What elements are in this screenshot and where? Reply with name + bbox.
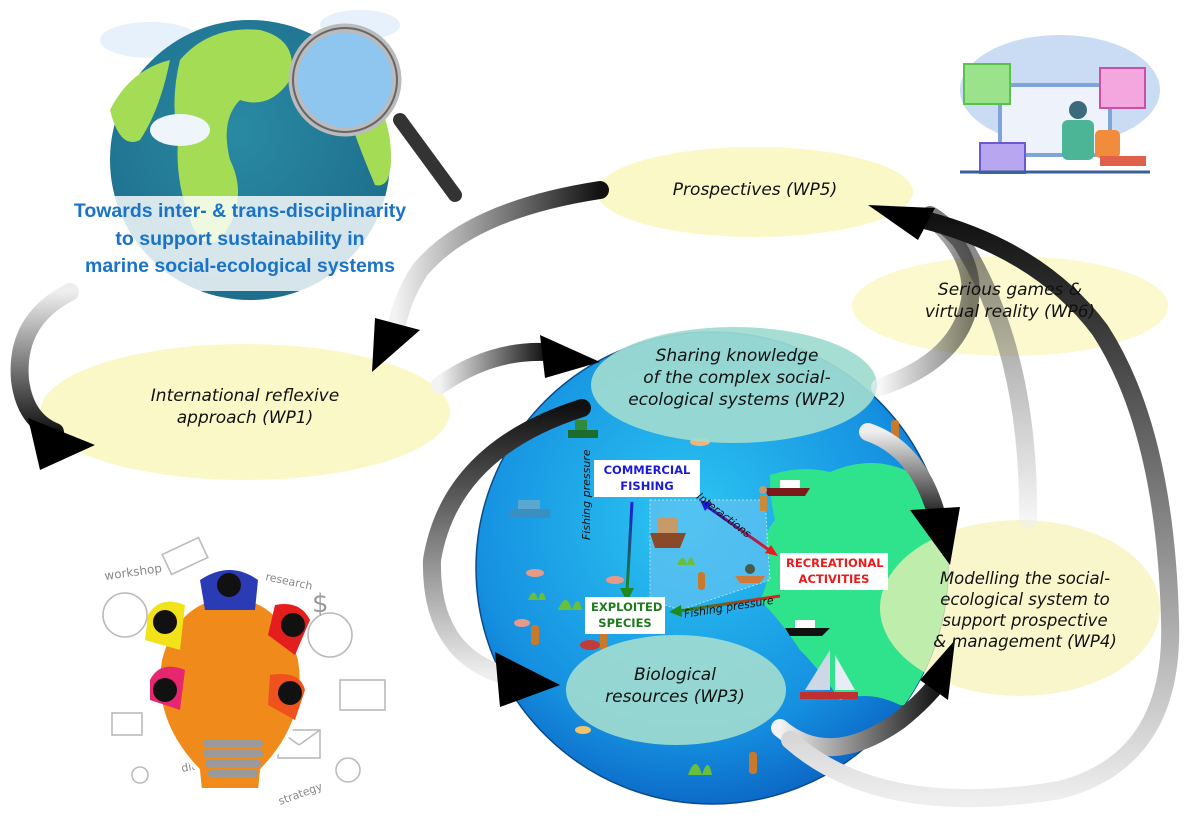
arrow-wp3-to-wp5-loop — [781, 211, 1180, 808]
globe-sketch-icon — [102, 592, 148, 638]
main-title-line: marine social-ecological systems — [85, 255, 395, 278]
arrowhead-icon — [868, 205, 935, 240]
open-book-icon — [339, 679, 386, 711]
seaweed-icon — [528, 557, 712, 775]
magnifier-icon — [288, 23, 462, 202]
commercial-fishing-line: COMMERCIAL — [603, 463, 691, 477]
trawler-icon — [510, 500, 550, 518]
interactions-arrow — [704, 503, 773, 554]
main-title-line: Towards inter- & trans-disciplinarity — [73, 200, 407, 222]
yacht-icon — [764, 480, 810, 496]
arrow-wp1-to-wp2 — [431, 342, 554, 394]
svg-text:research: research — [264, 570, 313, 593]
exploited-species-line: EXPLOITED — [591, 600, 663, 614]
exploited-species-line: SPECIES — [598, 615, 652, 630]
commercial-fishing-box: COMMERCIAL FISHING — [594, 460, 700, 498]
arrow-wp5-to-wp1 — [386, 181, 609, 344]
recreational-activities-box: RECREATIONAL ACTIVITIES — [780, 553, 888, 591]
wp3-ellipse[interactable] — [566, 635, 786, 745]
arrowhead-icon — [495, 652, 560, 707]
arrowhead-icon — [372, 318, 420, 372]
svg-text:$: $ — [312, 589, 329, 619]
person-icon — [1069, 101, 1087, 119]
video-tile-icon — [979, 142, 1026, 174]
arrow-wp2-to-wp3 — [422, 399, 591, 683]
recreational-activities-line: RECREATIONAL — [786, 556, 884, 570]
arrow-title-to-wp1 — [10, 283, 79, 441]
fishing-pressure-arrow-commercial — [625, 501, 634, 593]
arrowhead-icon — [28, 418, 95, 470]
online-collaboration-illustration — [960, 35, 1160, 174]
fishing-pressure-label-commercial: Fishing pressure — [580, 449, 593, 540]
exploited-species-box: EXPLOITED SPECIES — [585, 597, 665, 635]
lightbulb-sketch-icon — [335, 757, 361, 783]
sailboat-icon — [800, 650, 858, 699]
video-tile-icon — [963, 63, 1011, 105]
arrowhead-icon — [920, 640, 955, 700]
speedboat-icon — [785, 620, 830, 636]
fishing-boat-icon — [568, 420, 598, 438]
idea-workshop-illustration: workshop research diagr strategy $ — [102, 536, 386, 808]
arrowhead-icon — [910, 507, 960, 565]
arrow-wp2-to-wp4 — [859, 423, 947, 529]
small-fishing-boat-icon — [735, 564, 765, 583]
cloud-icon — [150, 114, 210, 146]
fishing-pressure-arrow-recreational — [677, 594, 781, 613]
book-icon — [161, 536, 209, 576]
people-around-table-icon — [145, 570, 310, 720]
earth-magnifier-illustration — [60, 10, 462, 300]
video-tile-icon — [1099, 67, 1146, 109]
arrowheads — [28, 205, 960, 707]
arrowhead-icon — [540, 335, 600, 378]
svg-text:workshop: workshop — [103, 561, 162, 583]
commercial-fishing-line: FISHING — [620, 478, 674, 493]
recreational-activities-line: ACTIVITIES — [798, 571, 870, 586]
wp6-ellipse[interactable] — [852, 256, 1168, 356]
wp2-ellipse[interactable] — [591, 327, 877, 443]
commercial-vessel-icon — [650, 518, 686, 548]
angler-icon — [759, 486, 767, 511]
monitor-sketch-icon — [111, 712, 143, 736]
main-title: Towards inter- & trans-disciplinarity to… — [70, 198, 410, 281]
svg-text:strategy: strategy — [277, 780, 325, 808]
main-title-line: to support sustainability in — [115, 227, 365, 250]
inner-system-links — [620, 500, 781, 617]
lobster-icon — [531, 420, 899, 774]
wp4-ellipse[interactable] — [880, 520, 1160, 696]
flow-arrows — [10, 181, 1180, 808]
wp5-ellipse[interactable] — [597, 147, 913, 237]
wp1-ellipse[interactable] — [40, 344, 450, 480]
dollar-sketch-icon — [307, 612, 353, 658]
